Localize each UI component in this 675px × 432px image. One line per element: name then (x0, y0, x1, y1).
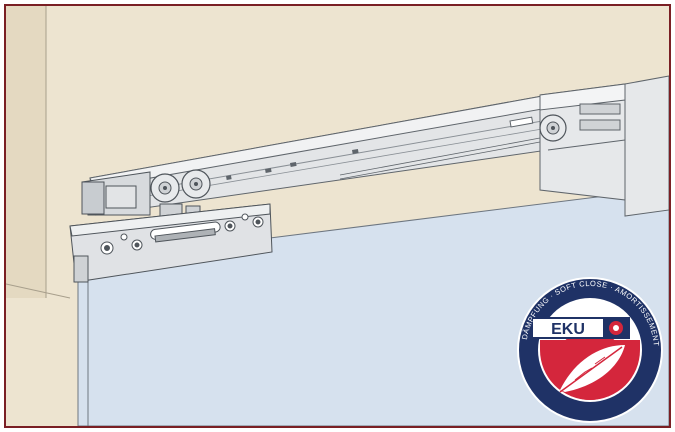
damper-rack (339, 137, 541, 180)
roller-wheel-right (539, 114, 567, 142)
floor-line (5, 283, 71, 299)
roller-wheel-left-2 (181, 169, 211, 199)
roller-wheel-left-1 (150, 173, 180, 203)
wall-return (6, 6, 46, 298)
soft-close-badge: EKU DÄMPFUNG · SOFT CLOSE · AMORTISSEMEN… (517, 277, 663, 423)
door-clamp (73, 255, 89, 283)
damper-housing (81, 171, 151, 216)
feather-icon (559, 345, 625, 393)
plate-screws (100, 213, 264, 255)
hanger-plate (69, 203, 273, 283)
badge-logo-text: EKU (551, 321, 585, 338)
end-bracket (539, 75, 670, 217)
eku-logo-icon: EKU (530, 317, 630, 339)
track-slots (226, 116, 534, 180)
image-frame (4, 4, 671, 428)
